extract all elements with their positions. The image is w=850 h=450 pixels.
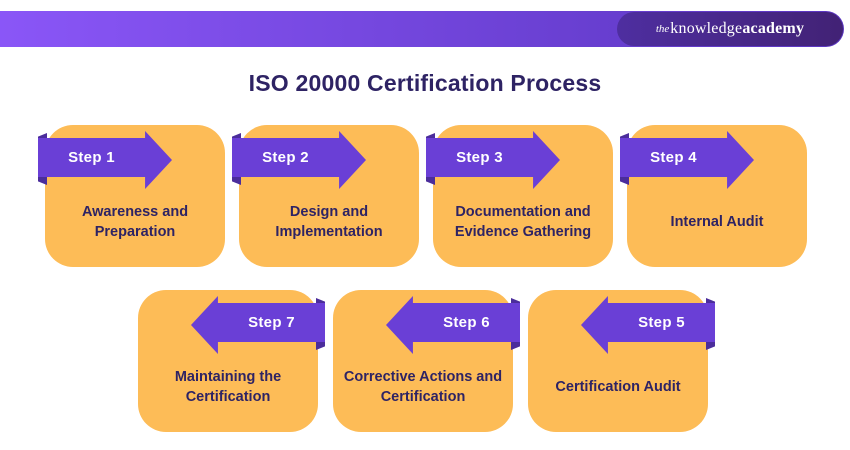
arrow-right-icon: Step 3 [426, 131, 560, 189]
step-card-1: Step 1 Awareness and Preparation [38, 125, 225, 267]
step-title: Maintaining the Certification [174, 369, 282, 405]
step-title: Design and Implementation [275, 204, 383, 240]
logo-academy-text: academy [742, 20, 805, 37]
arrow-right-icon: Step 4 [620, 131, 754, 189]
arrow-right-icon: Step 1 [38, 131, 172, 189]
step-card-6: Step 6 Corrective Actions and Certificat… [333, 290, 520, 432]
step-title: Awareness and Preparation [81, 204, 189, 240]
arrow-left-icon: Step 6 [386, 296, 520, 354]
arrow-left-icon: Step 5 [581, 296, 715, 354]
step-title: Documentation and Evidence Gathering [454, 204, 592, 240]
step-title: Certification Audit [555, 379, 681, 395]
logo-knowledge-text: knowledge [670, 20, 743, 37]
arrow-right-icon: Step 2 [232, 131, 366, 189]
step-number-label: Step 3 [456, 149, 503, 166]
logo-the-text: the [655, 23, 670, 35]
step-number-label: Step 2 [262, 149, 309, 166]
step-number-label: Step 1 [68, 149, 115, 166]
step-number-label: Step 4 [650, 149, 697, 166]
step-number-label: Step 6 [443, 314, 490, 331]
page-title: ISO 20000 Certification Process [248, 70, 602, 96]
step-card-7: Step 7 Maintaining the Certification [138, 290, 325, 432]
step-title: Internal Audit [670, 214, 764, 230]
step-card-2: Step 2 Design and Implementation [232, 125, 419, 267]
arrow-left-icon: Step 7 [191, 296, 325, 354]
step-number-label: Step 5 [638, 314, 685, 331]
step-number-label: Step 7 [248, 314, 295, 331]
step-card-4: Step 4 Internal Audit [620, 125, 807, 267]
step-card-5: Step 5 Certification Audit [528, 290, 715, 432]
step-card-3: Step 3 Documentation and Evidence Gather… [426, 125, 613, 267]
step-title: Corrective Actions and Certification [343, 369, 503, 405]
